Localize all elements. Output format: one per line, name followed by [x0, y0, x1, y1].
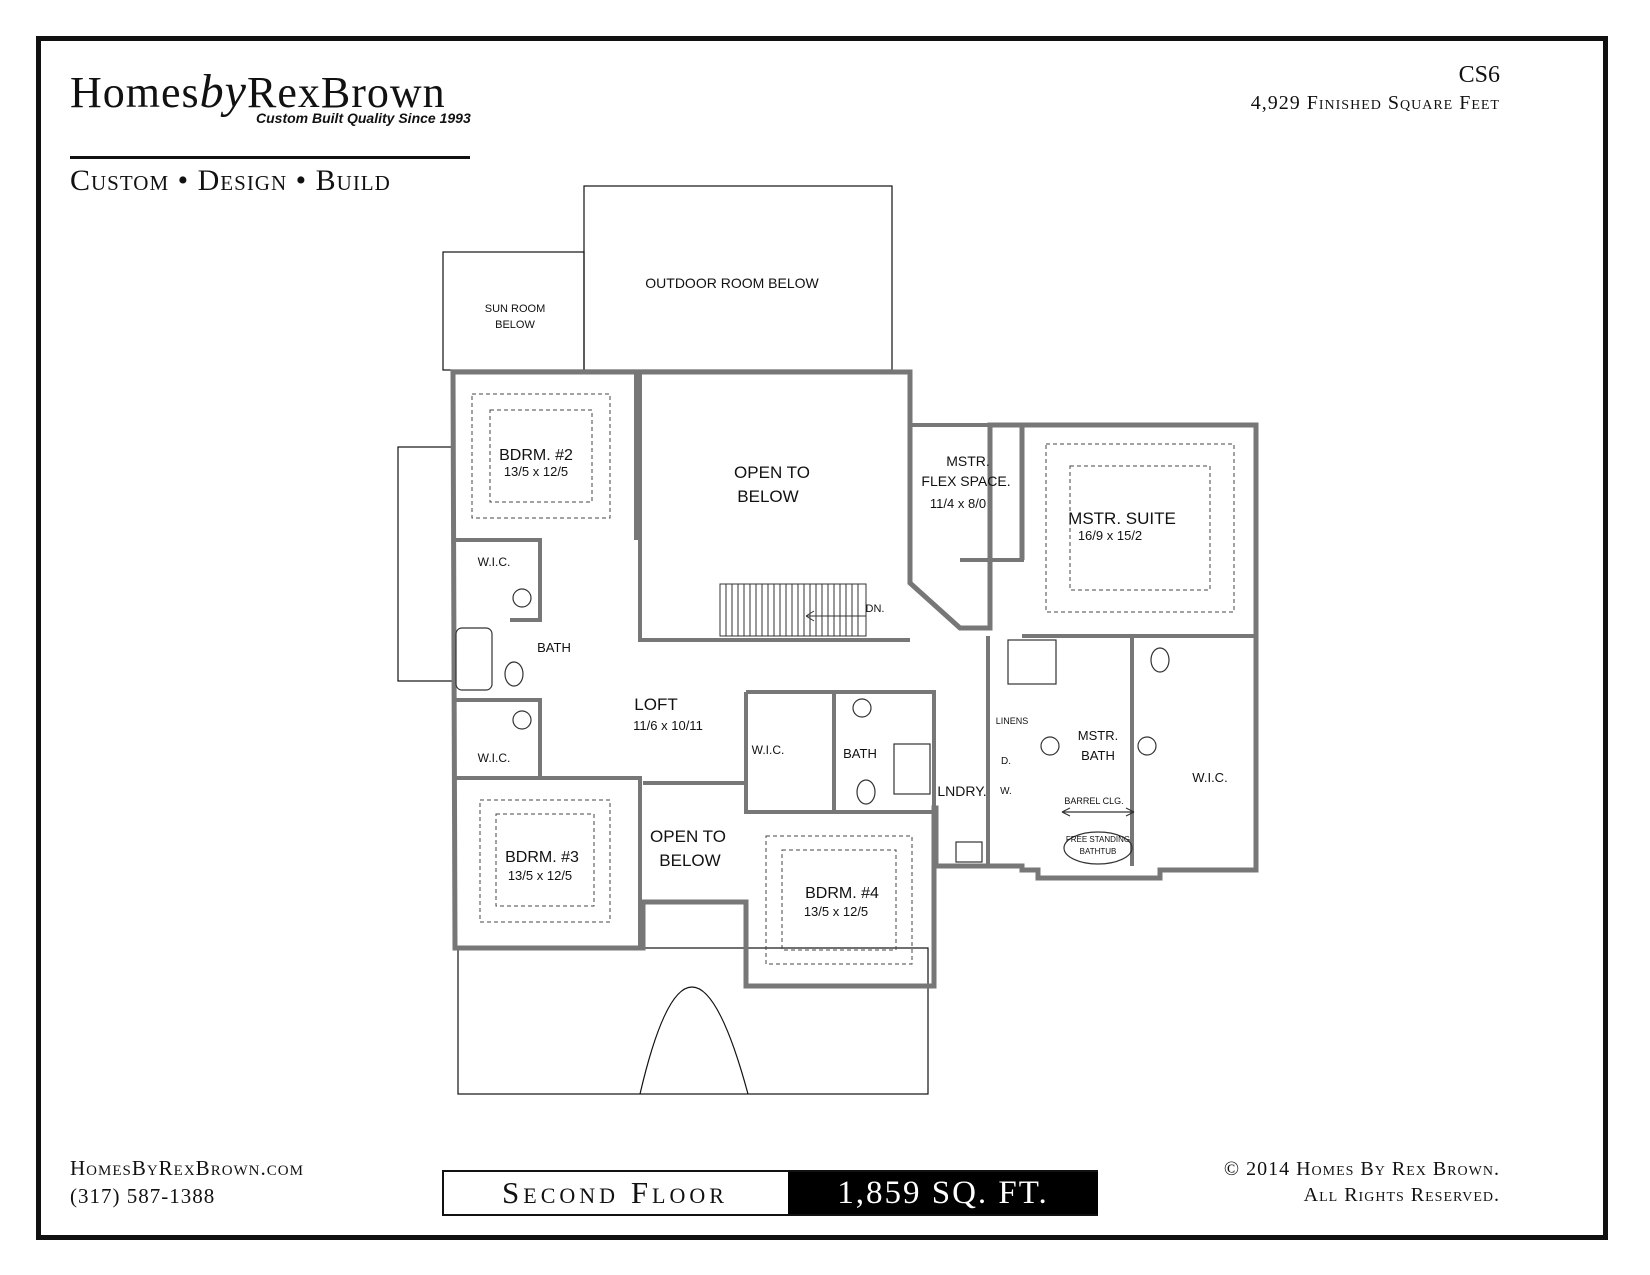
stair-treads — [725, 584, 859, 636]
flex-space-wall — [910, 423, 1024, 562]
bay-projection-outline — [397, 446, 454, 682]
stair-arrow — [805, 610, 866, 622]
suite-tray-inner — [1069, 465, 1211, 591]
floor-title-box: Second Floor 1,859 SQ. FT. — [442, 1170, 1098, 1216]
plan-finished-sqft: 4,929 Finished Square Feet — [1250, 92, 1500, 114]
bdrm4-tray-inner — [781, 849, 897, 951]
brand-wordmark: HomesbyRexBrown — [70, 64, 446, 119]
tub-label-2: BATHTUB — [1080, 847, 1117, 856]
outdoor-room-label: OUTDOOR ROOM BELOW — [645, 275, 819, 291]
open-to-below-2-label-2: BELOW — [659, 851, 720, 870]
bdrm2-label: BDRM. #2 — [499, 447, 573, 464]
bdrm2-size: 13/5 x 12/5 — [504, 464, 568, 479]
stair-outline — [719, 583, 867, 637]
loft-size: 11/6 x 10/11 — [633, 718, 703, 733]
bath-label: BATH — [843, 746, 877, 761]
loft-label: LOFT — [634, 695, 677, 714]
bdrm3-size: 13/5 x 12/5 — [508, 868, 572, 883]
bdrm2-tray — [471, 393, 611, 519]
shower-fixture — [893, 743, 931, 795]
toilet-fixture — [504, 661, 524, 687]
sink-fixture — [852, 698, 872, 718]
sink-fixture — [512, 588, 532, 608]
bdrm3-tray-inner — [495, 813, 595, 907]
fixtures — [455, 588, 1170, 865]
tub-label: FREE STANDING — [1066, 835, 1130, 844]
wic1-wall — [453, 538, 542, 622]
brand-homes: Homes — [70, 68, 200, 117]
suite-tray — [1045, 443, 1235, 613]
toilet-fixture — [1150, 647, 1170, 673]
mstr-flex-label: MSTR. — [946, 453, 990, 469]
wic-label: W.I.C. — [478, 555, 511, 569]
barrel-clg-label: BARREL CLG. — [1064, 796, 1123, 806]
bdrm4-tray — [765, 835, 913, 965]
copyright-line1: © 2014 Homes By Rex Brown. — [1223, 1158, 1500, 1180]
bath-label: BATH — [537, 640, 571, 655]
bdrm3-tray — [479, 799, 611, 923]
dryer-label: D. — [1001, 756, 1011, 767]
open-to-below-2-label: OPEN TO — [650, 827, 726, 846]
page-frame — [36, 36, 1608, 1240]
bdrm4-top-wall — [744, 692, 934, 814]
floor-name: Second Floor — [502, 1175, 728, 1210]
laundry-sink-fixture — [955, 841, 983, 863]
floor-sqft: 1,859 SQ. FT. — [788, 1172, 1098, 1214]
wic2-wall — [453, 698, 542, 780]
washer-label: W. — [1000, 786, 1012, 797]
plan-code: CS6 — [1458, 62, 1500, 88]
bath2-top-wall — [746, 690, 936, 810]
copyright-line2: All Rights Reserved. — [1303, 1184, 1500, 1206]
freestanding-tub-fixture — [1063, 831, 1133, 865]
mstr-suite-label: MSTR. SUITE — [1068, 509, 1176, 528]
porch-arch — [639, 986, 749, 1095]
sun-room-label: SUN ROOM — [485, 303, 546, 315]
sink-fixture — [512, 710, 532, 730]
linens-label: LINENS — [996, 716, 1029, 726]
porch-below-outline — [457, 947, 929, 1095]
barrel-arrow — [1061, 807, 1135, 817]
brand-rule — [70, 156, 470, 159]
wic-label: W.I.C. — [752, 743, 785, 757]
brand-logo: HomesbyRexBrown Custom Built Quality Sin… — [70, 64, 471, 204]
stair-dn-label: DN. — [866, 603, 885, 615]
mstr-suite-size: 16/9 x 15/2 — [1078, 528, 1142, 543]
bdrm2-tray-inner — [489, 409, 593, 503]
bdrm3-label: BDRM. #3 — [505, 849, 579, 866]
room-labels: SUN ROOM BELOW OUTDOOR ROOM BELOW BDRM. … — [478, 275, 1228, 919]
open-to-below-label: OPEN TO — [734, 463, 810, 482]
brand-rexbrown: RexBrown — [246, 68, 446, 117]
open-to-below-wall — [638, 372, 910, 642]
brand-tagline: Custom Built Quality Since 1993 — [256, 110, 471, 126]
mstr-bath-label-2: BATH — [1081, 748, 1115, 763]
bdrm3-wall — [453, 776, 642, 948]
master-shower-fixture — [1007, 639, 1057, 685]
brand-by: by — [199, 65, 247, 118]
wic-label: W.I.C. — [1192, 770, 1227, 785]
bathtub-fixture — [455, 627, 493, 691]
sink-fixture — [1040, 736, 1060, 756]
open-to-below-label-2: BELOW — [737, 487, 798, 506]
brand-subtitle: Custom • Design • Build — [70, 164, 391, 197]
stair — [719, 583, 867, 637]
phone-text: (317) 587-1388 — [70, 1184, 216, 1208]
interior-walls — [453, 372, 1256, 948]
mstr-flex-label-2: FLEX SPACE. — [921, 473, 1010, 489]
sink-fixture — [1137, 736, 1157, 756]
wic-label: W.I.C. — [478, 751, 511, 765]
website-text: HomesByRexBrown.com — [70, 1156, 304, 1180]
mstr-bath-label: MSTR. — [1078, 728, 1118, 743]
laundry-label: LNDRY. — [937, 783, 986, 799]
bdrm4-label: BDRM. #4 — [805, 885, 879, 902]
bdrm4-size: 13/5 x 12/5 — [804, 904, 868, 919]
sun-room-below-label: BELOW — [495, 319, 535, 331]
mstr-flex-size: 11/4 x 8/0 — [930, 496, 986, 511]
toilet-fixture — [856, 779, 876, 805]
tray-ceilings — [471, 393, 1235, 965]
